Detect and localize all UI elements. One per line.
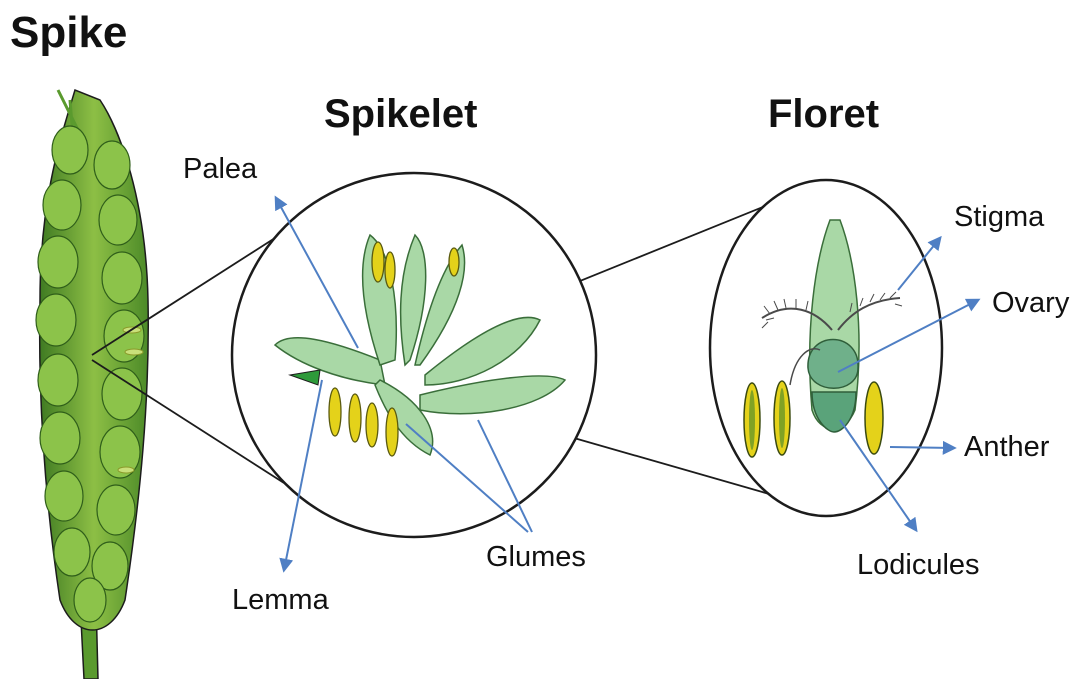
- ovary-label: Ovary: [992, 287, 1069, 320]
- spikelet-title: Spikelet: [324, 92, 477, 137]
- glumes-label: Glumes: [486, 541, 586, 574]
- stigma-label: Stigma: [954, 201, 1044, 234]
- floret-illustration: [710, 180, 942, 516]
- lodicules-label: Lodicules: [857, 549, 980, 582]
- spike-title: Spike: [10, 8, 127, 58]
- palea-label: Palea: [183, 153, 257, 186]
- floret-title: Floret: [768, 92, 879, 137]
- spikelet-illustration: [232, 173, 596, 537]
- lemma-label: Lemma: [232, 584, 329, 617]
- anther-label: Anther: [964, 431, 1049, 464]
